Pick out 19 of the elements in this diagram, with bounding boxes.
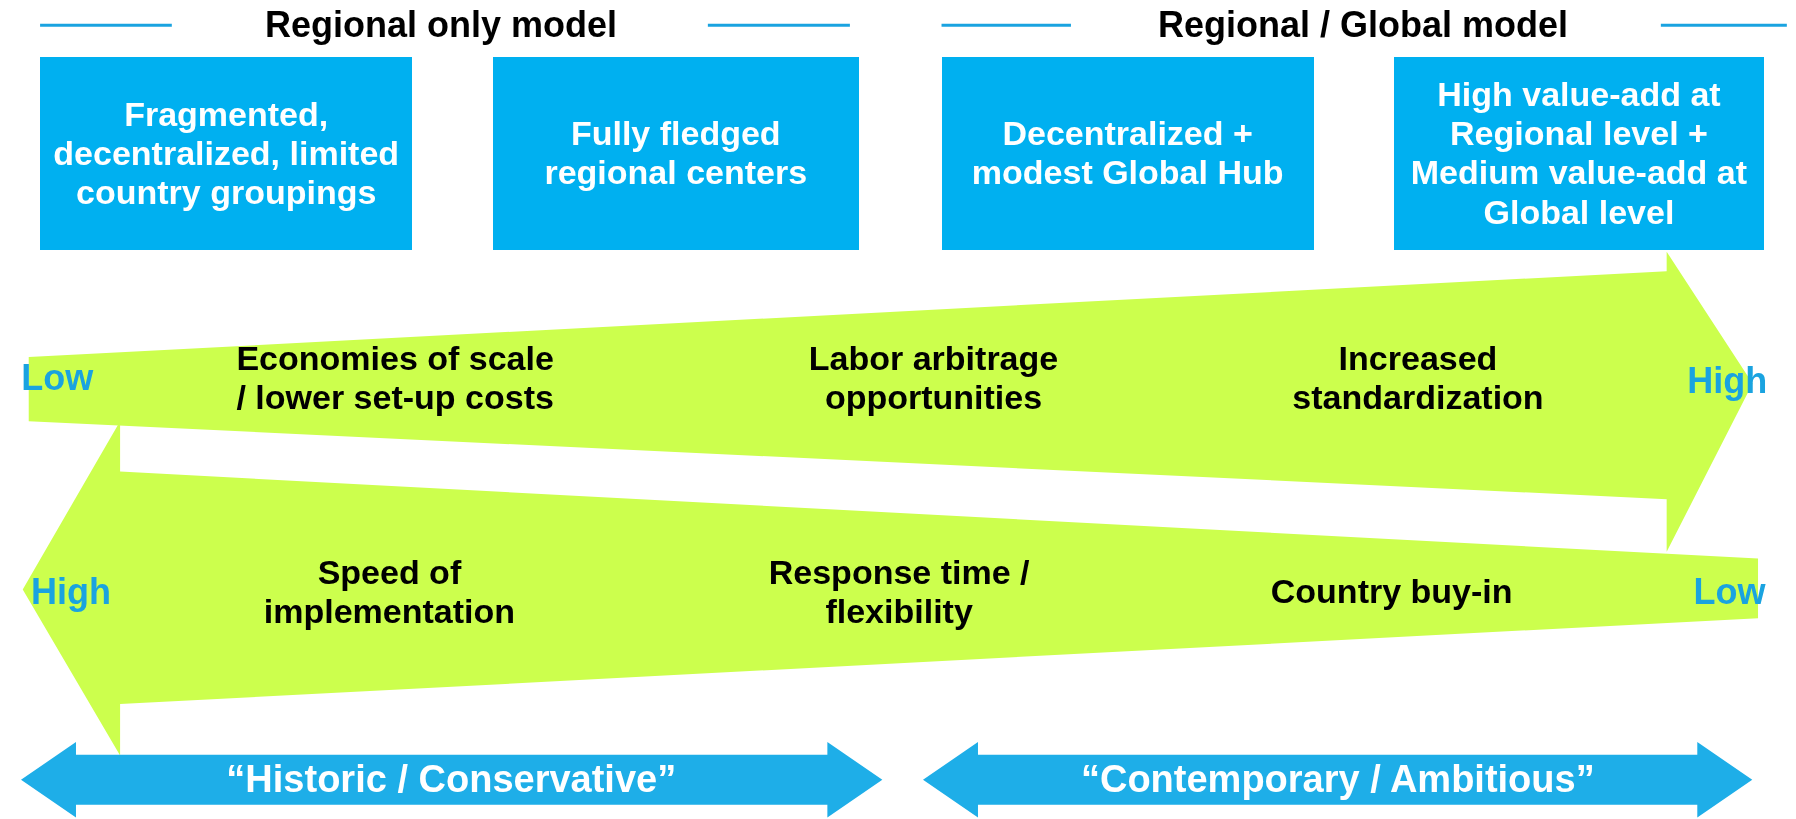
box-text: Fully fledged regional centers [543,114,809,193]
constraint-text: Response time / flexibility [767,553,1031,632]
model-box [492,57,860,250]
scale-label: High [31,571,111,613]
model-box [1393,57,1764,250]
section-heading: Regional / Global model [1158,4,1569,46]
constraint-text: Country buy-in [1269,572,1514,612]
approach-label: “Historic / Conservative” [226,758,677,802]
benefit-text: Increased standardization [1291,338,1545,418]
model-box [40,57,413,250]
section-heading: Regional only model [264,4,617,46]
benefit-text: Economies of scale / lower set-up costs [235,338,555,418]
approach-label: “Contemporary / Ambitious” [1080,758,1595,802]
benefit-text: Labor arbitrage opportunities [807,338,1060,418]
box-text: High value-add at Regional level + Medium value-add at Global level [1409,75,1749,232]
constraint-text: Speed of implementation [262,553,517,632]
model-box [941,57,1314,250]
box-text: Decentralized + modest Global Hub [970,114,1285,193]
box-text: Fragmented, decentralized, limited country groupings [52,94,401,213]
